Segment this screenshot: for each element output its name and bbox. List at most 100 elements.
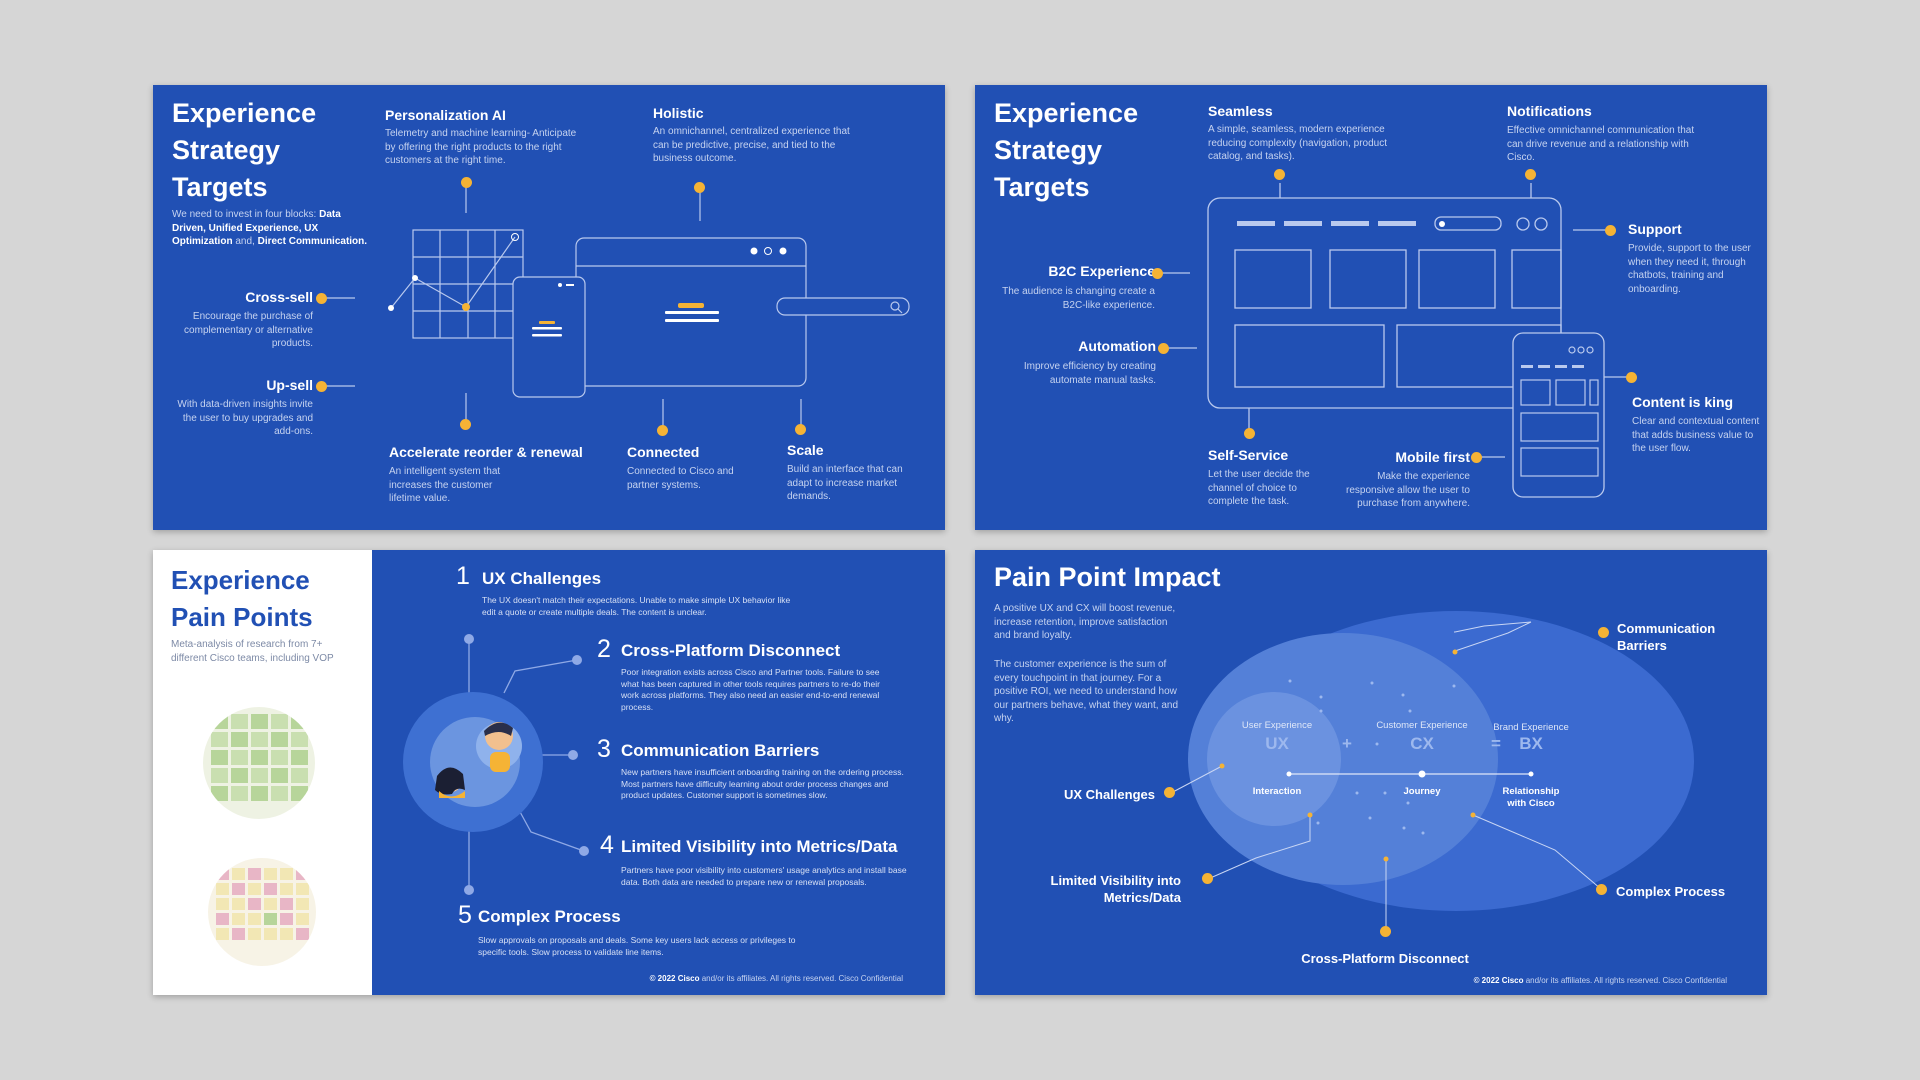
intro-bold1: Data Driven, Unified Experience, UX Opti… bbox=[172, 209, 341, 247]
plus-sign: + bbox=[1342, 734, 1352, 753]
pain-item-1-number: 1 bbox=[456, 562, 470, 590]
selfservice-block: Self-Service Let the user decide the cha… bbox=[1208, 447, 1323, 509]
reorder-text: An intelligent system that increases the… bbox=[389, 466, 501, 504]
slide-pain-point-impact[interactable]: Pain Point Impact A positive UX and CX w… bbox=[975, 550, 1767, 995]
dashboard-illustration bbox=[1162, 183, 1628, 498]
content-block: Content is king Clear and contextual con… bbox=[1632, 394, 1762, 456]
pain-points-diagram bbox=[403, 634, 589, 895]
connected-title: Connected bbox=[627, 444, 700, 460]
cross-marker bbox=[1380, 926, 1391, 937]
scale-marker bbox=[795, 424, 806, 435]
ux-label: UX bbox=[1265, 734, 1289, 753]
cx-sublabel: Journey bbox=[1403, 786, 1441, 797]
seamless-marker bbox=[1274, 169, 1285, 180]
copyright-rest: and/or its affiliates. All rights reserv… bbox=[1523, 976, 1727, 985]
personalization-title: Personalization AI bbox=[385, 107, 506, 123]
ux-caption: User Experience bbox=[1241, 720, 1313, 731]
crosssell-text: Encourage the purchase of complementary … bbox=[184, 311, 313, 349]
crosssell-title: Cross-sell bbox=[245, 289, 313, 305]
limited-marker bbox=[1202, 873, 1213, 884]
slide-experience-strategy-targets-1[interactable]: Experience Strategy Targets We need to i… bbox=[153, 85, 945, 530]
cx-label: CX bbox=[1410, 734, 1434, 753]
holistic-block: Holistic An omnichannel, centralized exp… bbox=[653, 105, 853, 166]
uxch-marker bbox=[1164, 787, 1175, 798]
pain-item-4[interactable]: 4 Limited Visibility into Metrics/Data P… bbox=[600, 831, 945, 888]
slide3-title-line1: Experience bbox=[171, 565, 310, 595]
intro-bold2: Direct Communication. bbox=[257, 236, 368, 247]
bx-caption: Brand Experience bbox=[1493, 722, 1569, 733]
slide4-title: Pain Point Impact bbox=[994, 562, 1221, 592]
support-marker bbox=[1605, 225, 1616, 236]
support-text: Provide, support to the user when they n… bbox=[1628, 243, 1751, 295]
pain-points-sidebar: Experience Pain Points Meta-analysis of … bbox=[153, 550, 372, 995]
slide3-title-line2: Pain Points bbox=[171, 602, 313, 632]
pain-item-3[interactable]: 3 Communication Barriers New partners ha… bbox=[597, 735, 942, 802]
scale-text: Build an interface that can adapt to inc… bbox=[787, 464, 903, 502]
scale-title: Scale bbox=[787, 442, 824, 458]
mobile-text: Make the experience responsive allow the… bbox=[1346, 471, 1470, 509]
selfservice-title: Self-Service bbox=[1208, 447, 1289, 463]
pain-item-5-title: Complex Process bbox=[478, 907, 621, 926]
slide1-intro: We need to invest in four blocks: Data D… bbox=[172, 208, 372, 249]
seamless-block: Seamless A simple, seamless, modern expe… bbox=[1208, 103, 1403, 164]
content-text: Clear and contextual content that adds b… bbox=[1632, 416, 1760, 454]
pain-item-1-title: UX Challenges bbox=[482, 569, 602, 588]
holistic-title: Holistic bbox=[653, 105, 704, 121]
slide3-copyright: © 2022 Cisco and/or its affiliates. All … bbox=[650, 974, 903, 983]
crosssell-block: Cross-sell Encourage the purchase of com… bbox=[173, 289, 313, 351]
notifications-title: Notifications bbox=[1507, 103, 1592, 119]
pain-item-2-text: Poor integration exists across Cisco and… bbox=[621, 667, 880, 712]
pain-item-4-number: 4 bbox=[600, 831, 614, 859]
intro-prefix: We need to invest in four blocks: bbox=[172, 209, 320, 220]
personalization-marker bbox=[461, 177, 472, 188]
pain-item-2-number: 2 bbox=[597, 635, 611, 663]
complex-marker bbox=[1596, 884, 1607, 895]
limited-label: Limited Visibility into Metrics/Data bbox=[1050, 873, 1182, 905]
pain-item-2[interactable]: 2 Cross-Platform Disconnect Poor integra… bbox=[597, 635, 932, 713]
upsell-text: With data-driven insights invite the use… bbox=[177, 399, 313, 437]
automation-text: Improve efficiency by creating automate … bbox=[1023, 361, 1156, 386]
complex-label: Complex Process bbox=[1616, 884, 1726, 899]
uxch-label: UX Challenges bbox=[1063, 787, 1155, 802]
pain-item-1[interactable]: 1 UX Challenges The UX doesn't match the… bbox=[456, 562, 816, 618]
upsell-block: Up-sell With data-driven insights invite… bbox=[173, 377, 313, 439]
automation-title: Automation bbox=[1078, 338, 1156, 354]
cx-caption: Customer Experience bbox=[1376, 720, 1468, 731]
bx-sublabel: Relationship with Cisco bbox=[1502, 786, 1560, 809]
selfservice-text: Let the user decide the channel of choic… bbox=[1208, 469, 1310, 507]
b2c-marker bbox=[1152, 268, 1163, 279]
comm-marker bbox=[1598, 627, 1609, 638]
reorder-title: Accelerate reorder & renewal bbox=[389, 444, 583, 460]
reorder-block: Accelerate reorder & renewal An intellig… bbox=[389, 444, 589, 506]
seamless-text: A simple, seamless, modern experience re… bbox=[1208, 124, 1387, 162]
holistic-text: An omnichannel, centralized experience t… bbox=[653, 126, 850, 164]
pain-item-5[interactable]: 5 Complex Process Slow approvals on prop… bbox=[458, 901, 828, 958]
personalization-block: Personalization AI Telemetry and machine… bbox=[385, 107, 585, 168]
slide-experience-strategy-targets-2[interactable]: Experience Strategy Targets Seamless A s… bbox=[975, 85, 1767, 530]
mobile-block: Mobile first Make the experience respons… bbox=[1330, 449, 1470, 511]
content-marker bbox=[1626, 372, 1637, 383]
strategy-illustration bbox=[323, 184, 910, 430]
connected-block: Connected Connected to Cisco and partner… bbox=[627, 444, 757, 492]
pain-item-1-text: The UX doesn't match their expectations.… bbox=[482, 595, 791, 617]
reorder-marker bbox=[460, 419, 471, 430]
slide4-para1: A positive UX and CX will boost revenue,… bbox=[994, 603, 1176, 641]
slide-experience-pain-points[interactable]: Experience Pain Points Meta-analysis of … bbox=[153, 550, 945, 995]
copyright-bold: © 2022 Cisco bbox=[649, 974, 700, 983]
mobile-title: Mobile first bbox=[1395, 449, 1470, 465]
pain-item-3-text: New partners have insufficient onboardin… bbox=[621, 767, 904, 800]
b2c-block: B2C Experience The audience is changing … bbox=[995, 263, 1155, 312]
ux-sublabel: Interaction bbox=[1252, 786, 1302, 797]
automation-block: Automation Improve efficiency by creatin… bbox=[995, 338, 1156, 387]
b2c-text: The audience is changing create a B2C-li… bbox=[1002, 286, 1155, 311]
notifications-text: Effective omnichannel communication that… bbox=[1507, 125, 1695, 163]
research-sticky-notes-pink bbox=[208, 858, 316, 966]
notifications-block: Notifications Effective omnichannel comm… bbox=[1507, 103, 1707, 165]
copyright-bold: © 2022 Cisco bbox=[1473, 976, 1524, 985]
impact-venn-diagram bbox=[1170, 611, 1694, 932]
connected-marker bbox=[657, 425, 668, 436]
bx-label: BX bbox=[1519, 734, 1543, 753]
pain-item-5-number: 5 bbox=[458, 901, 472, 929]
pain-item-3-number: 3 bbox=[597, 735, 611, 763]
